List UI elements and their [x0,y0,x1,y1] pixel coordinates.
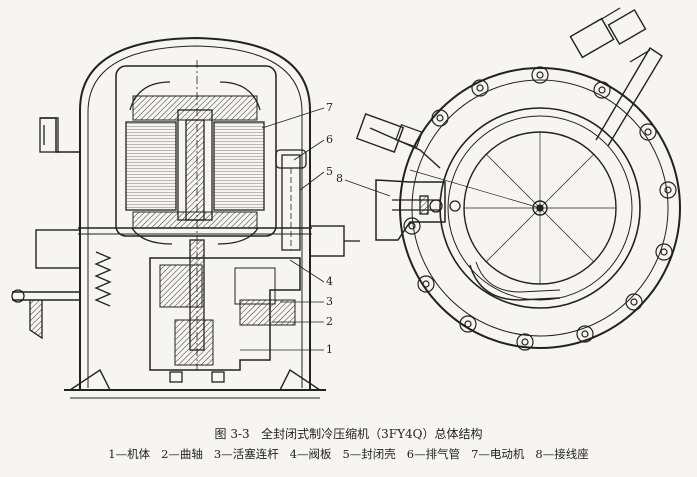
callout-5: 5 [326,165,333,178]
callout-7: 7 [326,101,333,114]
callout-6: 6 [326,133,333,146]
support-feet [67,368,323,391]
flange-inner [439,107,641,309]
section-view [11,36,360,399]
callout-8: 8 [336,172,343,185]
legend-item: 2—曲轴 [161,447,203,461]
legend-item: 7—电动机 [471,447,525,461]
figure-legend: 1—机体 2—曲轴 3—活塞连杆 4—阀板 5—封闭壳 6—排气管 7—电动机 … [0,446,697,462]
sealed-shell [79,36,311,390]
callout-3: 3 [326,295,333,308]
legend-item: 5—封闭壳 [342,447,396,461]
top-view [355,7,681,351]
legend-item: 1—机体 [108,447,151,461]
figure-number: 图 3-3 [214,427,250,441]
suction-fitting [369,127,441,169]
discharge-fitting [595,47,663,147]
flange-outer [399,67,681,349]
compressor-figure: 1 2 3 4 5 6 7 8 [11,7,681,399]
callout-1: 1 [326,343,333,356]
figure-caption: 图 3-3 全封闭式制冷压缩机（3FY4Q）总体结构 [0,425,697,442]
callout-2: 2 [326,315,333,328]
suspension-spring [94,251,112,307]
legend-item: 4—阀板 [289,447,332,461]
flange-bolts [403,66,677,351]
legend-item: 3—活塞连杆 [213,447,279,461]
callout-leaders [240,107,391,351]
legend-item: 8—接线座 [535,447,589,461]
crankcase [149,257,301,371]
legend-item: 6—排气管 [406,447,461,461]
figure-title: 全封闭式制冷压缩机（3FY4Q）总体结构 [261,427,483,441]
motor-frame [115,65,277,237]
stator-right [213,121,265,211]
terminal-block [375,179,446,241]
stator-left [125,121,177,211]
callout-4: 4 [326,275,333,288]
